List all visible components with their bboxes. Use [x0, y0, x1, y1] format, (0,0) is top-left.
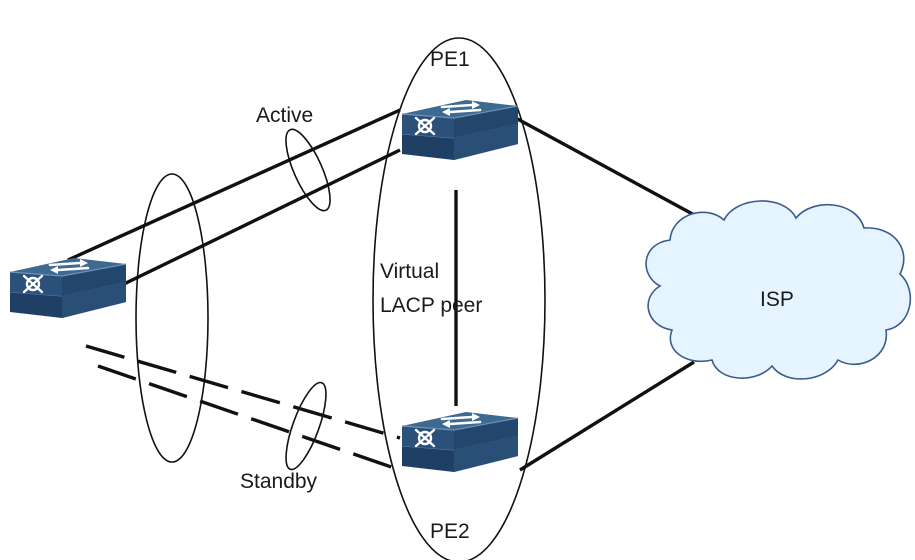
virtual-peer-ellipse [372, 37, 546, 560]
pe1-label: PE1 [430, 48, 470, 71]
standby-label: Standby [240, 470, 318, 493]
active-label: Active [256, 104, 313, 127]
standby-link-2 [97, 364, 401, 472]
pe1-switch [400, 98, 520, 162]
pe2-isp-link [519, 360, 695, 472]
cloud-shape [645, 200, 912, 380]
isp-label: ISP [760, 288, 794, 311]
active-links-ellipse [285, 128, 331, 212]
links [67, 108, 723, 472]
isp-cloud: ISP [645, 200, 912, 380]
ce-switch [8, 256, 128, 320]
standby-links-ellipse [285, 381, 327, 471]
active-link-1 [67, 108, 401, 262]
pe1-isp-link [511, 114, 723, 232]
virtual-label: Virtual [380, 260, 439, 283]
pe2-label: PE2 [430, 520, 470, 543]
lacp-peer-label: LACP peer [380, 294, 482, 317]
pe2-switch [400, 410, 520, 474]
lag-ellipse-ce [135, 173, 209, 463]
standby-link-1 [85, 344, 401, 440]
active-link-2 [123, 148, 401, 286]
